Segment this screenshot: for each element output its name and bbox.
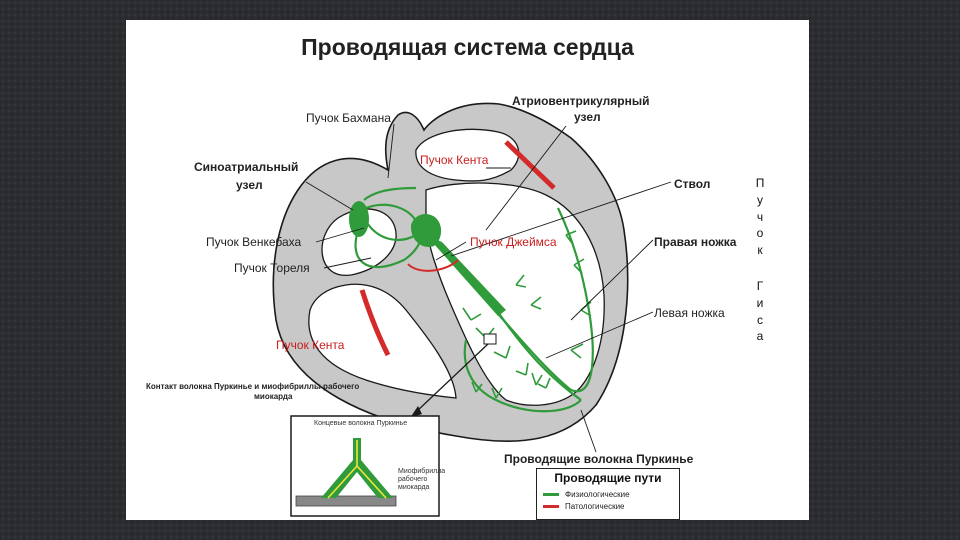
apex-loop [463,339,582,413]
leader-purkinje [580,409,597,453]
inset-side-label-3: миокарда [398,484,430,491]
label-av-node-2: узел [574,110,601,124]
label-left-leg: Левая ножка [654,306,725,320]
right-bundle-branch [485,207,594,393]
his-bundle-vertical-word2: Г и с а [754,278,766,345]
leader-left-leg [545,311,654,359]
legend-label-pathological: Патологические [565,502,625,511]
legend-swatch-physiological [543,493,559,496]
magnifier-arrowhead [410,406,422,418]
legend-swatch-pathological [543,505,559,508]
label-bachmann: Пучок Бахмана [306,111,391,125]
his-letter: к [757,243,763,258]
his-letter: о [756,226,764,241]
purkinje-branch [531,372,543,386]
leader-lines [305,123,672,453]
inset-side-label-2: рабочего [398,476,428,483]
label-sa-node-1: Синоатриальный [194,160,299,174]
kent-bundle-top [504,140,556,190]
inset-fiber-signal [327,440,387,499]
purkinje-branch [537,377,551,389]
inset-side-label-1: Миофибрилла [398,468,446,475]
label-contact-2: миокарда [254,392,293,401]
his-letter: П [755,176,765,190]
purkinje-branch [573,258,585,274]
leader-thorel [323,257,372,269]
magnifier-box [483,333,497,345]
heart-diagram [272,102,672,517]
slide: Проводящая система сердца [126,20,809,520]
av-node [410,214,442,248]
inset-top-label: Концевые волокна Пуркинье [314,420,408,427]
purkinje-branch [462,307,482,321]
label-thorel: Пучок Тореля [234,261,310,275]
magnifier-arrow [415,343,489,413]
his-letter: а [756,329,764,344]
legend-label-physiological: Физиологические [565,490,630,499]
purkinje-branch [565,230,577,244]
right-atrium-cavity [321,208,397,276]
purkinje-branch [471,381,483,393]
leader-av-node [485,125,567,231]
label-wenckebach: Пучок Венкебаха [206,235,302,249]
label-purkinje: Проводящие волокна Пуркинье [504,452,694,466]
his-letter: у [757,192,763,207]
kent-bundle-bottom [359,289,391,357]
leader-right-leg [570,239,654,321]
his-bundle-vertical-word1: П у ч о к [754,175,766,259]
label-contact-1: Контакт волокна Пуркинье и миофибриллы р… [146,382,360,391]
inset-fiber-trunk [321,438,393,498]
inset-myofibril-band [295,495,397,507]
purkinje-branch [515,362,529,376]
his-letter: ч [756,209,764,224]
label-kent-top: Пучок Кента [420,153,489,167]
leader-bachmann [387,123,395,179]
label-av-node-1: Атриовентрикулярный [512,94,650,108]
legend-box: Проводящие пути Физиологические Патологи… [536,468,680,520]
leader-trunk [450,181,672,257]
label-trunk: Ствол [674,177,711,191]
his-letter: Г [756,279,764,293]
label-sa-node-2: узел [236,178,263,192]
purkinje-branch [493,345,511,359]
label-kent-bottom: Пучок Кента [276,338,345,352]
label-james: Пучок Джеймса [470,235,557,249]
his-letter: и [756,295,764,310]
purkinje-branch [491,387,503,399]
bachmann-bundle-path [363,186,417,201]
james-bundle [407,259,459,272]
purkinje-branch [570,343,584,359]
left-ventricle-cavity [425,182,605,406]
legend-title: Проводящие пути [554,471,662,485]
his-letter: с [757,312,763,327]
leader-wenckebach [315,227,365,243]
purkinje-branch [515,274,527,288]
purkinje-branch [530,296,542,310]
inset-purkinje-fiber [321,438,393,499]
left-bundle-branch [497,311,582,401]
slide-title: Проводящая система сердца [301,34,634,60]
his-bundle-shape [426,235,506,316]
label-right-leg: Правая ножка [654,235,737,249]
leader-sa-node [305,181,354,211]
leader-james [435,241,467,261]
